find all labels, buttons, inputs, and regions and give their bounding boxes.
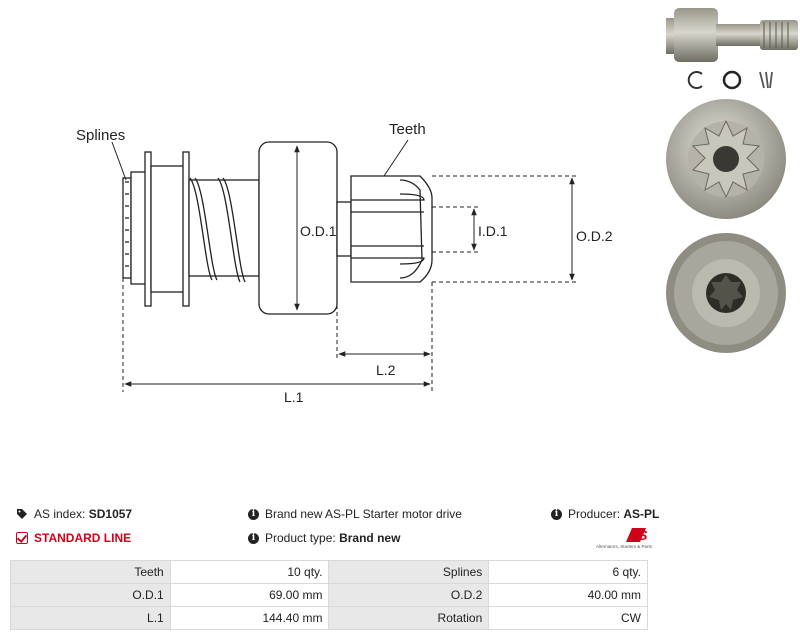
product-type-value: Brand new [339,531,401,545]
tag-icon [17,509,27,519]
svg-text:AS: AS [627,527,648,543]
as-index-value: SD1057 [88,507,133,521]
standard-line-row: STANDARD LINE [16,531,131,545]
as-index-row: AS index: SD1057 [16,507,132,521]
retaining-rings-photo [687,70,773,90]
as-logo: AS [626,527,648,543]
spec-label: Splines [328,560,490,584]
spec-value: CW [488,606,648,630]
pinion-front-photo [666,99,786,219]
producer-value: AS-PL [623,507,660,521]
spec-value: 69.00 mm [169,583,330,607]
l1-label: L.1 [284,389,304,405]
logo-tagline: Alternators, Starters & Parts [595,544,652,549]
product-type-row: i Product type: Brand new [248,531,400,545]
spec-value: 10 qty. [169,560,330,584]
spec-label: L.1 [10,606,171,630]
technical-drawing: Splines Teeth O.D.1 O.D.2 I.D.1 L.2 L.1 [76,121,613,405]
id1-label: I.D.1 [478,223,508,239]
drive-outline [122,141,433,315]
info-icon: i [248,508,259,520]
product-type-label: Product type: [265,531,336,545]
table-row: L.1 144.40 mm Rotation CW [10,606,648,630]
checkbox-icon [16,532,28,544]
spec-table: Teeth 10 qty. Splines 6 qty. O.D.1 69.00… [10,560,648,630]
as-index-label: AS index: [34,507,86,521]
l2-label: L.2 [376,362,396,378]
splined-back-photo [666,233,786,353]
starter-drive-side-photo [666,8,798,62]
info-icon: i [551,508,562,520]
product-description: Brand new AS-PL Starter motor drive [265,507,462,521]
table-row: Teeth 10 qty. Splines 6 qty. [10,560,648,584]
spec-value: 40.00 mm [488,583,648,607]
standard-line-label: STANDARD LINE [34,531,132,545]
spec-label: O.D.1 [10,583,171,607]
dimension-lines [111,139,578,392]
spec-label: Rotation [328,606,490,630]
spec-value: 144.40 mm [169,606,330,630]
teeth-callout: Teeth [389,121,426,138]
od2-label: O.D.2 [576,228,613,244]
info-icon: i [248,532,259,544]
producer-label: Producer: [568,507,621,521]
splines-callout: Splines [76,127,125,144]
spec-label: O.D.2 [328,583,490,607]
description-row: i Brand new AS-PL Starter motor drive [248,507,462,521]
od1-label: O.D.1 [300,223,337,239]
spec-value: 6 qty. [488,560,648,584]
producer-row: i Producer: AS-PL [551,507,659,521]
table-row: O.D.1 69.00 mm O.D.2 40.00 mm [10,583,648,607]
spec-label: Teeth [10,560,171,584]
